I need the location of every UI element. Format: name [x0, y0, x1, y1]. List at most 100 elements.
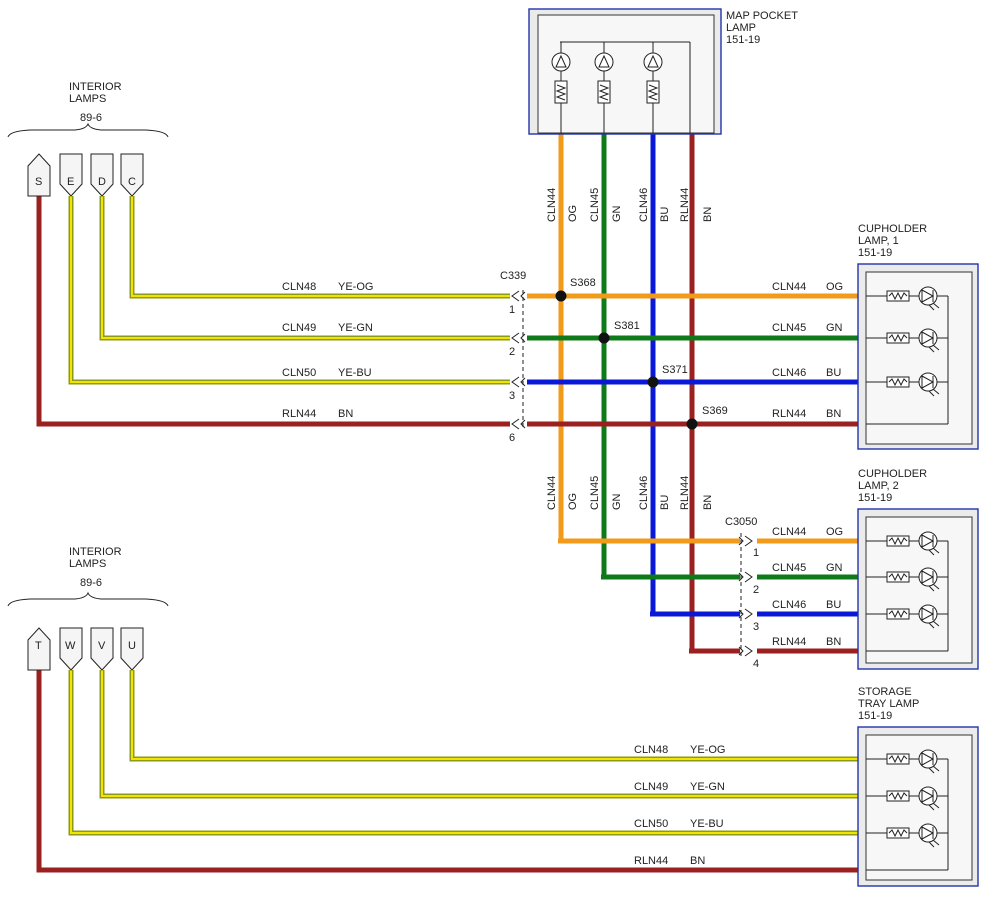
label-rln44-upper: RLN44 [679, 188, 691, 222]
interior-bottom-bracket [7, 591, 169, 607]
cupholder-2-lamp-element-1 [866, 531, 948, 556]
pin-t-bottom: T [27, 627, 51, 671]
splice-s371-label: S371 [662, 364, 688, 376]
lamp-symbols [866, 286, 948, 848]
label-ye-og-top: YE-OG [338, 281, 373, 293]
c3050-label: C3050 [725, 516, 757, 528]
svg-text:4: 4 [753, 658, 759, 670]
label-cln45-cup2: CLN45 [772, 562, 806, 574]
cupholder2-wire-labels: CLN44 OG CLN45 GN CLN46 BU RLN44 BN [772, 526, 843, 648]
storage-title-1: STORAGE [858, 686, 912, 698]
storage-ref: 151-19 [858, 710, 892, 722]
svg-text:W: W [65, 640, 76, 652]
interior-top-title-1: INTERIOR [69, 81, 122, 93]
svg-text:V: V [98, 640, 106, 652]
cupholder2-title-1: CUPHOLDER [858, 468, 927, 480]
pin-d-top: D [90, 153, 114, 197]
label-bn-cup1: BN [826, 408, 841, 420]
cupholder-1-lamp-element-1 [866, 286, 948, 311]
label-ye-bu-top: YE-BU [338, 367, 372, 379]
wire-rln44-bottom [36, 670, 858, 873]
label-bu-upper: BU [659, 207, 671, 222]
label-cln50-top: CLN50 [282, 367, 316, 379]
splice-s371 [647, 376, 659, 388]
svg-text:2: 2 [509, 346, 515, 358]
cupholder-2-lamp-element-2 [866, 567, 948, 592]
map-pocket-lamp: MAP POCKET LAMP 151-19 [528, 8, 798, 135]
label-og-cup1: OG [826, 281, 843, 293]
cupholder-lamp-1: CUPHOLDER LAMP, 1 151-19 [857, 223, 979, 450]
storage-tray-lamp: STORAGE TRAY LAMP 151-19 [857, 686, 979, 887]
cupholder-lamp-2: CUPHOLDER LAMP, 2 151-19 [857, 468, 979, 670]
wire-cln48-top [129, 196, 510, 299]
svg-text:3: 3 [509, 390, 515, 402]
splices: S368 S381 S371 S369 [555, 277, 728, 430]
c339-pin-6: 6 [509, 418, 526, 444]
pin-c-top: C [120, 153, 144, 197]
pin-s-top: S [27, 153, 51, 197]
map-lamp-2 [594, 42, 614, 133]
wires-layer [36, 134, 858, 873]
label-rln44-cup1: RLN44 [772, 408, 806, 420]
label-gn-cup2: GN [826, 562, 843, 574]
label-ye-gn-top: YE-GN [338, 322, 373, 334]
splice-s368 [555, 290, 567, 302]
label-gn-cup1: GN [826, 322, 843, 334]
label-cln46-cup2: CLN46 [772, 599, 806, 611]
splice-s369 [686, 418, 698, 430]
label-bu-cup2: BU [826, 599, 841, 611]
cupholder-1-lamp-element-2 [866, 328, 948, 353]
interior-lamps-bottom: INTERIOR LAMPS 89-6 T W V U [7, 546, 169, 671]
interior-top-title-2: LAMPS [69, 93, 106, 105]
label-cln46-cup1: CLN46 [772, 367, 806, 379]
svg-text:U: U [128, 640, 136, 652]
map-pocket-title-2: LAMP [726, 22, 756, 34]
label-gn-upper: GN [611, 205, 623, 222]
splice-s381 [598, 332, 610, 344]
c3050-pin-3: 3 [738, 608, 759, 633]
cupholder1-title-1: CUPHOLDER [858, 223, 927, 235]
map-pocket-title-1: MAP POCKET [726, 10, 798, 22]
label-cln45-lower: CLN45 [589, 476, 601, 510]
interior-top-bracket [7, 122, 169, 138]
cupholder1-title-2: LAMP, 1 [858, 235, 899, 247]
c3050-pin-1: 1 [738, 535, 759, 559]
svg-text:C: C [128, 176, 136, 188]
label-cln49-storage: CLN49 [634, 781, 668, 793]
label-bn-storage: BN [690, 855, 705, 867]
label-rln44-top: RLN44 [282, 408, 316, 420]
label-cln44-cup1: CLN44 [772, 281, 806, 293]
svg-text:2: 2 [753, 584, 759, 596]
label-ye-og-storage: YE-OG [690, 744, 725, 756]
label-cln50-storage: CLN50 [634, 818, 668, 830]
svg-text:T: T [35, 640, 42, 652]
connector-c339: C339 1 2 3 6 [500, 270, 526, 444]
storage-tray-lamp-element-2 [866, 786, 948, 811]
map-lamp-3 [643, 42, 663, 133]
splice-s381-label: S381 [614, 320, 640, 332]
c339-pin-2: 2 [509, 332, 526, 358]
wire-cln50-bottom [68, 670, 858, 836]
c3050-pin-2: 2 [738, 571, 759, 596]
interior-bottom-title-2: LAMPS [69, 558, 106, 570]
interior-top-ref: 89-6 [80, 112, 102, 124]
label-og-cup2: OG [826, 526, 843, 538]
label-bn-cup2: BN [826, 636, 841, 648]
cupholder2-title-2: LAMP, 2 [858, 480, 899, 492]
label-bn-top: BN [338, 408, 353, 420]
label-rln44-lower: RLN44 [679, 476, 691, 510]
label-rln44-cup2: RLN44 [772, 636, 806, 648]
interior-lamps-top: INTERIOR LAMPS 89-6 S E D C [7, 81, 169, 197]
wire-cln49-bottom [99, 670, 858, 799]
label-rln44-storage: RLN44 [634, 855, 668, 867]
connector-c3050: C3050 1 2 3 4 [725, 516, 759, 670]
svg-text:S: S [35, 176, 42, 188]
pin-w-bottom: W [59, 627, 83, 671]
storage-tray-lamp-element-1 [866, 749, 948, 774]
svg-text:3: 3 [753, 621, 759, 633]
cupholder-2-lamp-element-3 [866, 604, 948, 629]
c339-pin-1: 1 [509, 290, 526, 316]
cupholder1-ref: 151-19 [858, 247, 892, 259]
cupholder1-wire-labels: CLN44 OG CLN45 GN CLN46 BU RLN44 BN [772, 281, 843, 420]
